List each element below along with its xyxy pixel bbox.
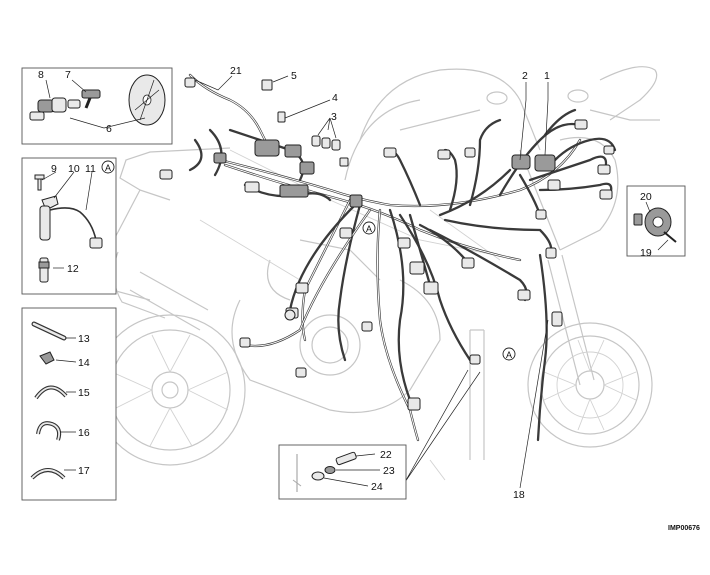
callout-9: 9 [51, 163, 57, 175]
callout-13: 13 [78, 333, 90, 345]
callout-8: 8 [38, 69, 44, 81]
callout-6: 6 [106, 123, 112, 135]
callout-10: 10 [68, 163, 80, 175]
sensor-part-11 [39, 205, 51, 241]
callout-16: 16 [78, 427, 90, 439]
relay-part-5 [261, 79, 273, 91]
washer-part-24 [311, 471, 325, 481]
callout-14: 14 [78, 357, 90, 369]
leader-lines [194, 75, 641, 489]
inset-lambda-sensor [21, 157, 117, 295]
ref-marker-a-engine: A [506, 350, 512, 360]
harness-connectors [159, 77, 615, 411]
callout-1: 1 [544, 70, 550, 82]
callout-11: 11 [85, 163, 96, 175]
callout-18: 18 [513, 489, 525, 501]
callout-22: 22 [380, 449, 392, 461]
callout-12: 12 [67, 263, 79, 275]
diagram-code: IMP00676 [668, 525, 700, 532]
bracket-part-7 [81, 89, 101, 99]
inset-fasteners [21, 307, 117, 501]
callout-20: 20 [640, 191, 652, 203]
callout-23: 23 [383, 465, 395, 477]
callout-21: 21 [230, 65, 242, 77]
screw-part-22 [335, 451, 357, 466]
callout-2: 2 [522, 70, 528, 82]
callout-24: 24 [371, 481, 383, 493]
ref-marker-a-inset: A [105, 163, 111, 173]
callout-7: 7 [65, 69, 71, 81]
reference-markers: A A A [101, 160, 516, 361]
motorcycle-outline [94, 66, 660, 492]
washer-part-23 [324, 466, 336, 474]
callout-17: 17 [78, 465, 90, 477]
inset-horn [626, 185, 686, 257]
inset-screw-set [278, 444, 407, 500]
callout-labels: 1 2 3 4 5 6 7 8 9 10 11 12 13 14 15 16 1… [38, 65, 652, 501]
callout-3: 3 [331, 111, 337, 123]
ref-marker-a-harness: A [366, 224, 372, 234]
callout-15: 15 [78, 387, 90, 399]
callout-5: 5 [291, 70, 297, 82]
callout-19: 19 [640, 247, 652, 259]
callout-4: 4 [332, 92, 338, 104]
inset-sensor-kit [21, 67, 173, 145]
